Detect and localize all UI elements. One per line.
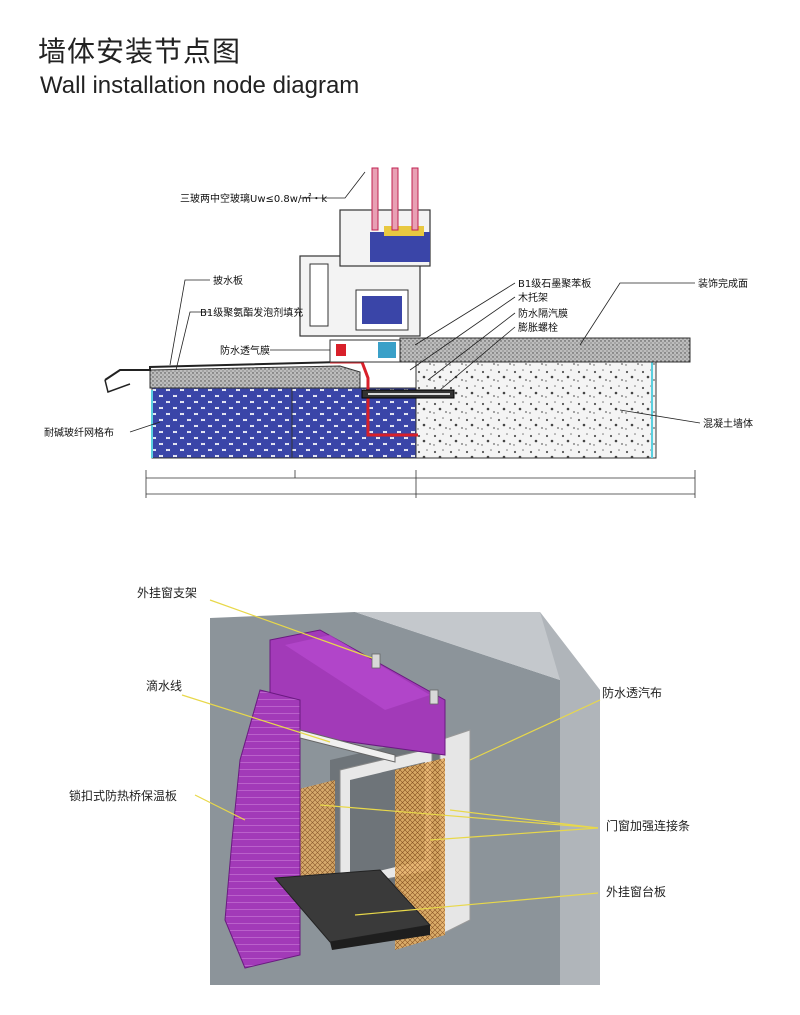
concrete-wall: [415, 361, 657, 459]
render-layer: [149, 365, 361, 389]
drip-board: [104, 361, 341, 381]
label-mesh-cloth: 耐碱玻纤网格布: [44, 426, 114, 439]
section-diagram: 三玻两中空玻璃Uw≤0.8w/㎡・k 披水板 B1级聚氨酯发泡剂填充 防水透气膜…: [44, 167, 753, 498]
label-waterproof-cloth: 防水透汽布: [602, 685, 662, 700]
page-title-en: Wall installation node diagram: [40, 72, 360, 99]
label-finish-surface: 装饰完成面: [698, 277, 748, 290]
label-drip-line: 滴水线: [146, 678, 182, 693]
label-sill-board: 外挂窗台板: [606, 884, 666, 899]
label-glass: 三玻两中空玻璃Uw≤0.8w/㎡・k: [180, 192, 327, 205]
eps-insulation-right: [291, 387, 417, 459]
eps-insulation-left: [151, 387, 293, 459]
dimension-lines: [145, 470, 696, 498]
window-frame: [299, 209, 431, 363]
label-insulation-board: 锁扣式防热桥保温板: [69, 788, 177, 803]
label-expansion-bolt: 膨胀螺栓: [518, 321, 558, 334]
bracket-icon: [371, 653, 381, 669]
glass-panes: [371, 167, 419, 231]
insulation-board: [224, 629, 446, 969]
label-breathable-membrane: 防水透气膜: [220, 344, 270, 357]
isometric-diagram: 外挂窗支架 滴水线 防水透汽布 锁扣式防热桥保温板 门窗加强连接条 外挂窗台板: [69, 586, 690, 985]
label-pu-foam: B1级聚氨酯发泡剂填充: [200, 306, 303, 319]
label-graphite-eps: B1级石墨聚苯板: [518, 277, 591, 290]
label-wood-bracket: 木托架: [518, 291, 548, 304]
finish-surface: [399, 337, 691, 363]
drip-line: [299, 729, 396, 763]
label-connecting-strip: 门窗加强连接条: [606, 818, 690, 833]
label-drip-board: 披水板: [213, 274, 243, 287]
label-vapor-barrier: 防水隔汽膜: [518, 307, 568, 320]
wall-side: [355, 612, 600, 690]
page-title-zh: 墙体安装节点图: [38, 35, 242, 68]
label-bracket: 外挂窗支架: [137, 586, 197, 600]
label-concrete-wall: 混凝土墙体: [703, 417, 753, 430]
